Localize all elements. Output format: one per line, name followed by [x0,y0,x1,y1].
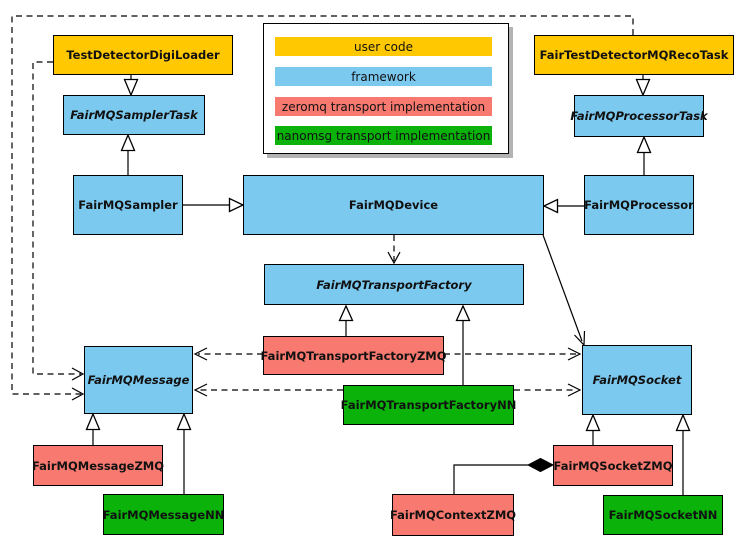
edge-messagezmq-message [85,412,101,445]
edge-processor-processortask [636,135,652,175]
class-box-fairmqtransportfactorynn: FairMQTransportFactoryNN [341,385,516,425]
class-box-fairmqdevice: FairMQDevice [243,175,544,235]
edge-tfzmq-socket [444,347,582,361]
edge-socketnn-socket [675,413,691,495]
edge-tfzmq-transportfactory [338,304,354,336]
legend-item-zeromq: zeromq transport implementation [275,97,492,116]
class-box-fairmqtransportfactory: FairMQTransportFactory [264,264,524,305]
class-box-fairmqsamplertask: FairMQSamplerTask [63,95,205,135]
class-box-fairmqtransportfactoryzmq: FairMQTransportFactoryZMQ [261,336,447,375]
edge-tfnn-socket [514,383,582,397]
class-box-fairmqprocessor: FairMQProcessor [584,175,694,235]
edge-contextzmq-socketzmq [453,457,555,494]
class-box-testdetectordigiloader: TestDetectorDigiLoader [53,35,233,75]
class-box-fairmqsampler: FairMQSampler [73,175,183,235]
class-box-fairmqprocessortask: FairMQProcessorTask [570,95,708,137]
edge-socketzmq-socket [585,413,601,445]
edge-device-socket [542,234,586,347]
legend-item-framework: framework [275,67,492,86]
edge-sampler-samplertask [120,133,136,175]
edge-processor-device [542,198,584,214]
edge-messagenn-message [176,412,192,494]
edge-digiloader-message [32,61,85,381]
edge-tfnn-transportfactory [455,304,471,385]
edge-recotask-processortask [635,75,651,97]
legend-item-nanomsg: nanomsg transport implementation [275,126,492,145]
class-box-fairmqmessagenn: FairMQMessageNN [103,494,224,535]
class-box-fairmqsocketzmq: FairMQSocketZMQ [553,445,673,486]
edge-sampler-device [183,197,245,213]
class-box-fairmqcontextzmq: FairMQContextZMQ [390,494,516,536]
class-box-fairmqmessage: FairMQMessage [84,346,193,414]
edge-recotask-message [11,15,634,401]
edge-device-transportfactory [387,235,401,265]
class-box-fairmqsocket: FairMQSocket [582,345,692,415]
edge-tfnn-message [193,383,343,397]
class-box-fairmqmessagezmq: FairMQMessageZMQ [32,445,164,486]
class-box-fairtestdetectormqrecotask: FairTestDetectorMQRecoTask [534,35,734,75]
edge-tfzmq-message [193,347,263,361]
class-box-fairmqsocketnn: FairMQSocketNN [603,495,723,535]
edge-digiloader-samplertask [123,75,139,97]
legend-item-user-code: user code [275,37,492,56]
legend: user code framework zeromq transport imp… [263,23,509,154]
